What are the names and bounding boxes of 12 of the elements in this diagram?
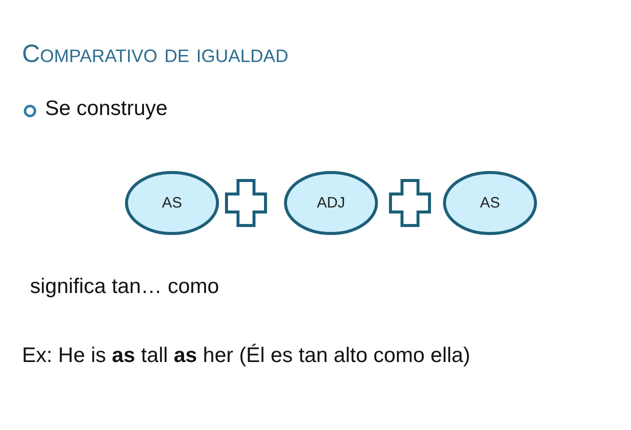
node-label: AS xyxy=(480,194,500,212)
slide-title: Comparativo de igualdad xyxy=(22,40,288,69)
ellipse-node xyxy=(284,171,378,235)
node-label: ADJ xyxy=(316,194,346,212)
plus-shape xyxy=(225,179,267,227)
node-label: AS xyxy=(162,194,182,212)
plus-shape xyxy=(389,179,431,227)
bullet-text: Se construye xyxy=(45,97,168,121)
example-sentence: Ex: He is as tall as her (Él es tan alto como ella) xyxy=(22,344,470,368)
ellipse-node xyxy=(125,171,219,235)
ellipse-node xyxy=(443,171,537,235)
body-text: significa tan… como xyxy=(30,275,220,299)
